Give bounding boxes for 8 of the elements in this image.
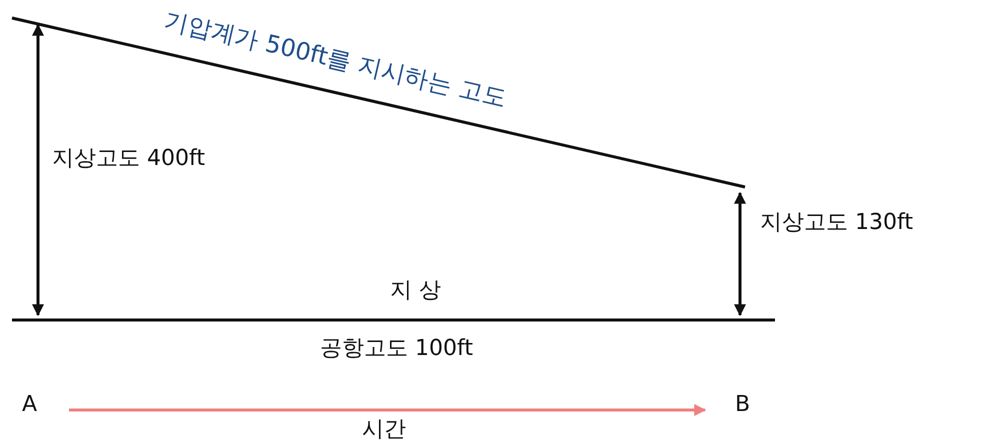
point-label: B bbox=[735, 392, 750, 418]
edge-label: 시간 bbox=[362, 417, 406, 444]
point-label: A bbox=[22, 392, 38, 418]
elevation-label: 공항고도 100ft bbox=[320, 336, 473, 362]
ground-label: 지 상 bbox=[390, 278, 441, 304]
dimension-label: 지상고도 400ft bbox=[52, 146, 205, 172]
slope-label: 기압계가 500ft를 지시하는 고도 bbox=[162, 6, 510, 113]
dimension-label: 지상고도 130ft bbox=[760, 210, 913, 236]
